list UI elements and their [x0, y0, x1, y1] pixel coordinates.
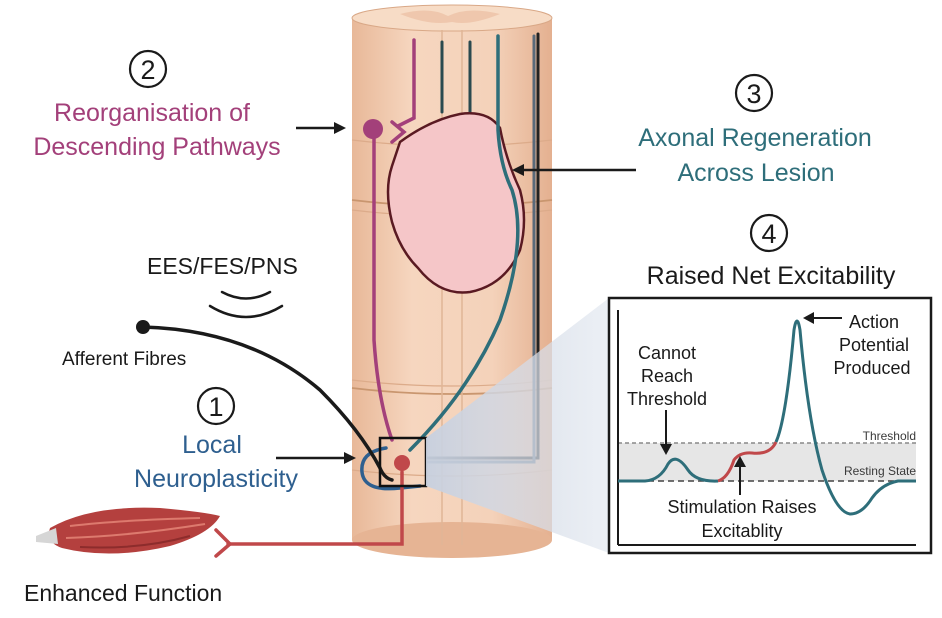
afferent-label: Afferent Fibres [62, 349, 186, 370]
action-label-line2: Potential [839, 335, 909, 355]
resting-state-label: Resting State [844, 464, 916, 478]
enhanced-function-label: Enhanced Function [24, 580, 222, 606]
excitability-graph: Threshold Resting State Cannot Reach Thr… [607, 296, 933, 555]
local-label-line1: Local [182, 431, 242, 459]
stim-label-line1: Stimulation Raises [667, 497, 816, 517]
action-potential-trace [774, 319, 916, 516]
step-1-marker: 1 [196, 386, 236, 426]
graph-annotation-arrows [660, 312, 842, 495]
zoom-cone [426, 298, 609, 553]
cannot-label-line2: Reach [641, 366, 693, 386]
step-4-marker: 4 [749, 213, 789, 253]
descending-neuron-soma [363, 119, 383, 139]
step-2-marker: 2 [128, 49, 168, 89]
membrane-potential-trace [618, 457, 719, 483]
threshold-label: Threshold [863, 429, 916, 443]
stimulation-segment [717, 441, 778, 483]
step-4-number: 4 [761, 219, 776, 249]
pointer-arrows [276, 122, 636, 464]
motor-output-pathway [214, 470, 404, 558]
step-3-marker: 3 [734, 73, 774, 113]
action-label-line1: Action [849, 312, 899, 332]
excitability-title: Raised Net Excitability [647, 262, 896, 290]
cannot-label-line1: Cannot [638, 343, 696, 363]
afferent-fibre [136, 320, 394, 482]
local-label-line2: Neuroplasticity [134, 465, 298, 493]
descending-pathway [372, 38, 416, 442]
action-label-line3: Produced [833, 358, 910, 378]
step-3-number: 3 [746, 79, 761, 109]
motor-neuron-soma [394, 455, 410, 471]
axonal-label-line2: Across Lesion [677, 159, 834, 187]
muscle-icon [36, 507, 221, 554]
axonal-label-line1: Axonal Regeneration [638, 124, 872, 152]
descending-label-line2: Descending Pathways [33, 133, 280, 161]
step-1-number: 1 [208, 392, 223, 422]
lesion [386, 112, 526, 294]
stim-label-line2: Excitablity [701, 521, 782, 541]
axonal-regeneration-pathway [408, 34, 520, 452]
step-2-number: 2 [140, 55, 155, 85]
stimulation-wave-icon [208, 290, 284, 319]
descending-label-line1: Reorganisation of [54, 99, 250, 127]
cannot-label-line3: Threshold [627, 389, 707, 409]
stimulation-label: EES/FES/PNS [147, 253, 298, 279]
